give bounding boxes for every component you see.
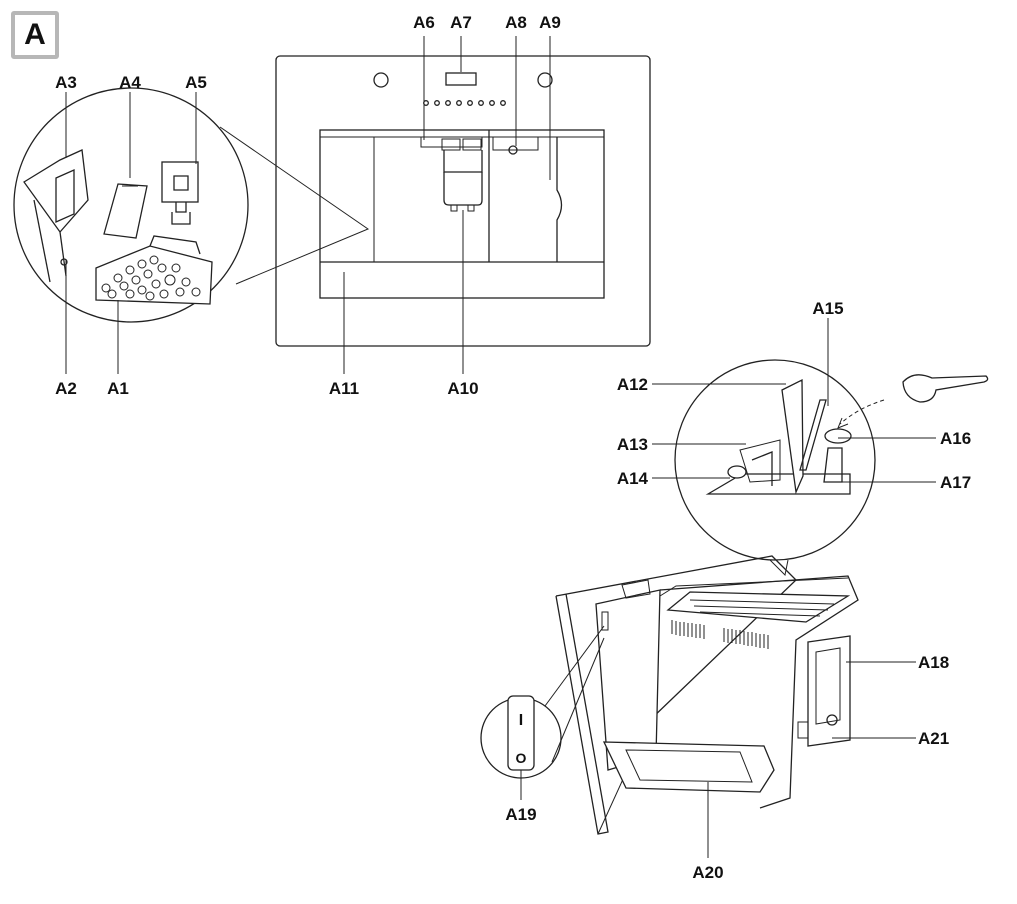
callout-a5: A5 <box>185 73 207 92</box>
coffee-spout <box>443 172 483 206</box>
callout-a2: A2 <box>55 379 77 398</box>
grounds-container <box>103 183 148 239</box>
control-buttons <box>423 100 506 106</box>
interior-detail-view <box>13 87 370 323</box>
grinder-knob <box>727 465 747 479</box>
measuring-scoop <box>837 374 989 429</box>
detail-pointer-top <box>769 559 789 577</box>
callout-a20: A20 <box>692 863 723 882</box>
callout-a12: A12 <box>617 375 648 394</box>
callout-a18: A18 <box>918 653 949 672</box>
machine-3d-view <box>555 555 859 835</box>
callout-a4: A4 <box>119 73 141 92</box>
callout-a3: A3 <box>55 73 77 92</box>
front-panel-door <box>555 593 609 835</box>
water-tank-window <box>815 647 841 725</box>
callout-a1: A1 <box>107 379 129 398</box>
callout-a19: A19 <box>505 805 536 824</box>
top-compartment-detail <box>674 359 876 577</box>
callout-a6: A6 <box>413 13 435 32</box>
callout-a13: A13 <box>617 435 648 454</box>
callout-a14: A14 <box>617 469 649 488</box>
mounting-hole-right <box>537 72 553 88</box>
callout-a15: A15 <box>812 299 843 318</box>
hot-water-nozzle <box>508 145 518 155</box>
water-tank-side <box>556 137 563 262</box>
callout-labels: A3 A4 A5 A2 A1 A6 A7 A8 A9 A11 A10 A12 A… <box>55 13 971 882</box>
infuser <box>161 161 199 203</box>
callout-a7: A7 <box>450 13 472 32</box>
power-switch-detail: I O <box>480 625 605 779</box>
machine-front-view <box>275 55 651 347</box>
display <box>445 72 477 86</box>
switch-off-mark: O <box>516 750 527 766</box>
front-opening <box>319 129 605 299</box>
section-badge: A <box>11 11 59 59</box>
callout-a8: A8 <box>505 13 527 32</box>
power-socket <box>797 721 809 739</box>
bean-lid <box>781 378 804 495</box>
callout-a9: A9 <box>539 13 561 32</box>
detail-pointer <box>219 126 370 285</box>
section-label: A <box>24 18 46 51</box>
callout-a10: A10 <box>447 379 478 398</box>
machine-body <box>659 575 859 809</box>
callout-a16: A16 <box>940 429 971 448</box>
leader-lines <box>65 36 936 858</box>
ground-coffee-funnel <box>824 428 852 444</box>
switch-on-mark: I <box>519 712 523 729</box>
water-connector <box>826 714 838 726</box>
callout-a21: A21 <box>918 729 949 748</box>
callout-a17: A17 <box>940 473 971 492</box>
mounting-hole-left <box>373 72 389 88</box>
cup-warmer-grid <box>666 591 851 623</box>
drip-tray <box>602 741 775 793</box>
callout-a11: A11 <box>329 379 359 398</box>
